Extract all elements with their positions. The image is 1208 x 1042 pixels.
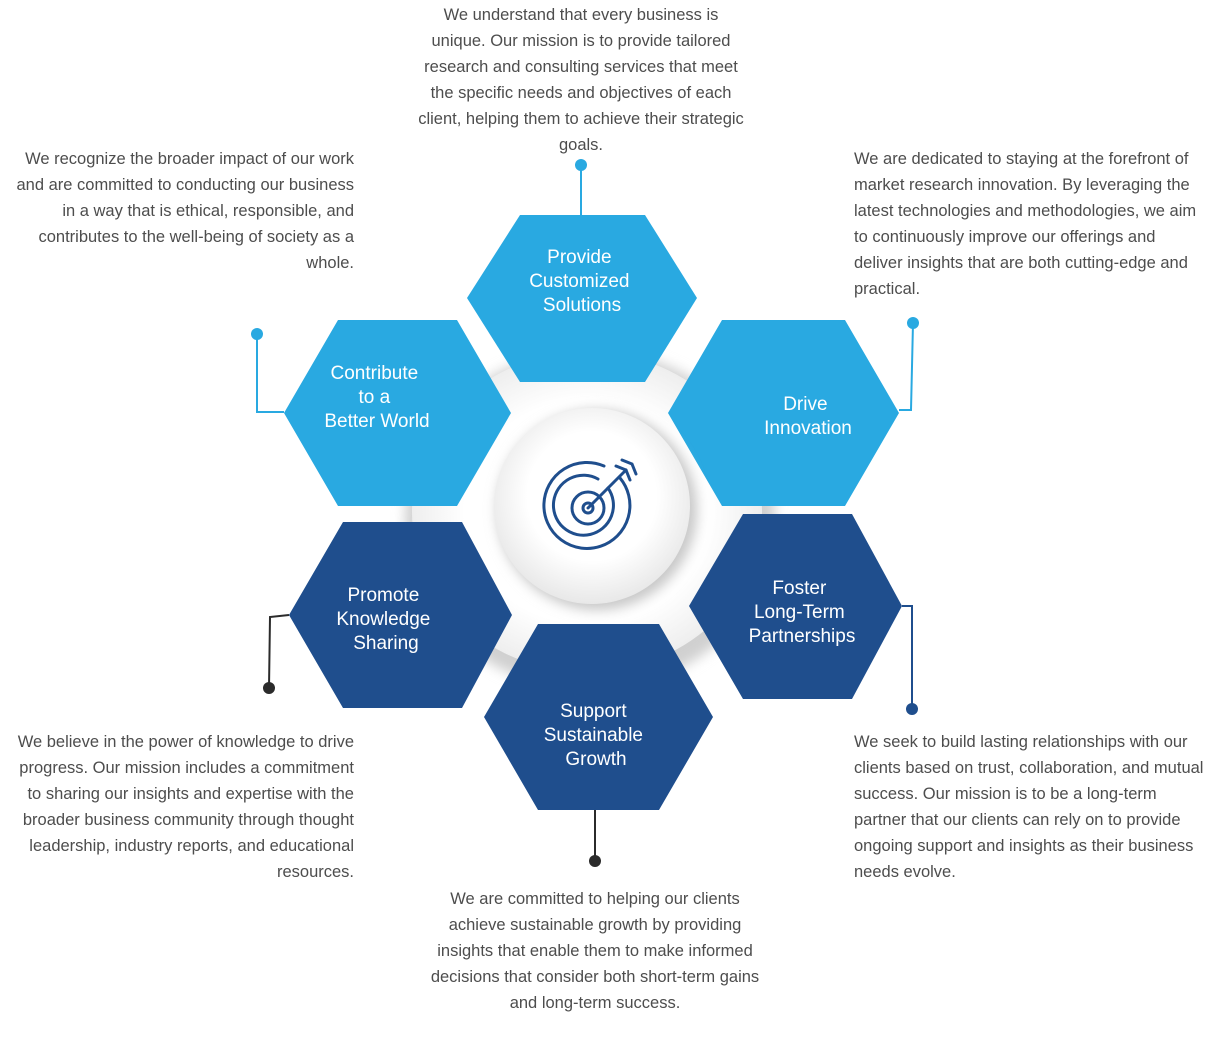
label-line: Drive: [783, 394, 827, 415]
label-line: Sharing: [353, 633, 419, 654]
hex-support-sustainable-growth: [484, 624, 713, 810]
hex-foster-partnerships: [689, 514, 902, 699]
connector-innovation: [899, 317, 919, 411]
hex-label-world: Contribute to a Better World: [324, 363, 429, 432]
label-line: Solutions: [543, 295, 621, 316]
label-line: Better World: [324, 411, 429, 432]
hex-contribute-better-world: [284, 320, 511, 506]
description-growth: We are committed to helping our clients …: [430, 890, 760, 1012]
label-line: Innovation: [764, 418, 852, 439]
hex-drive-innovation: [668, 320, 899, 506]
label-line: Support: [560, 701, 627, 722]
label-line: Promote: [347, 585, 419, 606]
target-dartboard-icon: [542, 458, 638, 550]
hex-label-growth: Support Sustainable Growth: [544, 701, 649, 770]
hex-label-knowledge: Promote Knowledge Sharing: [336, 585, 435, 654]
label-line: Growth: [565, 749, 626, 770]
hex-label-innovation: Drive Innovation: [764, 394, 852, 439]
description-partnerships: We seek to build lasting relationships w…: [854, 733, 1204, 881]
hex-provide-customized-solutions: [467, 215, 697, 382]
label-line: Contribute: [331, 363, 419, 384]
label-line: Partnerships: [749, 626, 856, 647]
hex-label-partnerships: Foster Long-Term Partnerships: [749, 578, 856, 647]
description-knowledge: We believe in the power of knowledge to …: [17, 733, 354, 881]
label-line: Sustainable: [544, 725, 643, 746]
description-customized: We understand that every business is uni…: [418, 6, 744, 154]
hex-label-customized: Provide Customized Solutions: [529, 247, 635, 316]
connector-growth: [589, 810, 601, 867]
label-line: to a: [359, 387, 391, 408]
connector-customized: [575, 159, 587, 215]
description-innovation: We are dedicated to staying at the foref…: [854, 150, 1197, 298]
connector-world: [251, 328, 284, 413]
label-line: Provide: [547, 247, 611, 268]
label-line: Knowledge: [336, 609, 430, 630]
connector-knowledge: [263, 614, 290, 694]
hex-promote-knowledge-sharing: [289, 522, 512, 708]
description-world: We recognize the broader impact of our w…: [16, 150, 354, 272]
label-line: Long-Term: [754, 602, 845, 623]
label-line: Foster: [772, 578, 827, 599]
label-line: Customized: [529, 271, 629, 292]
connector-partnerships: [902, 605, 918, 715]
